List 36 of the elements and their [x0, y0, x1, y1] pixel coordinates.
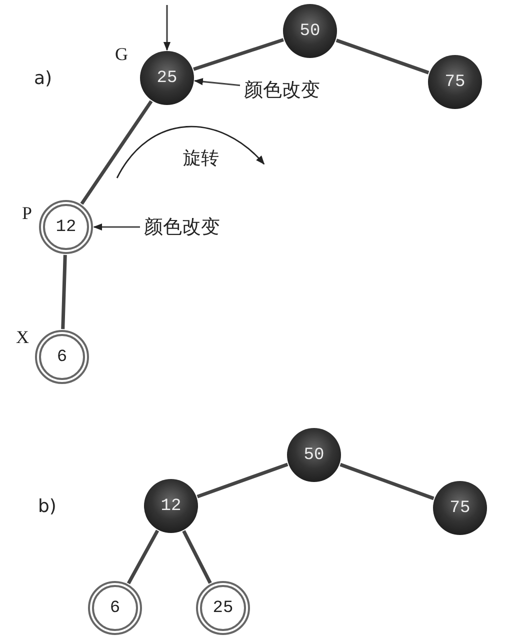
tree-edge	[126, 530, 160, 584]
node-number: 75	[450, 498, 470, 518]
node-number: 25	[156, 68, 178, 88]
rotation-label: 旋转	[183, 147, 219, 170]
node-number: 50	[304, 446, 324, 464]
tree-node-circle	[196, 581, 250, 635]
node-number: 12	[56, 218, 76, 236]
panel-label: b)	[38, 496, 56, 517]
tree-edge	[336, 38, 430, 74]
node-letter: X	[16, 327, 29, 348]
tree-node-circle	[283, 4, 337, 58]
tree-node-circle	[88, 581, 142, 635]
tree-node-circle	[287, 428, 341, 482]
annotation-text: 颜色改变	[144, 214, 220, 240]
tree-edge	[80, 100, 153, 205]
tree-node-circle	[428, 55, 482, 109]
arrow	[93, 223, 140, 231]
panel-label: a)	[34, 68, 52, 89]
node-number: 12	[160, 496, 182, 516]
arrow	[194, 78, 240, 86]
node-number: 6	[56, 348, 68, 366]
node-letter: P	[22, 203, 32, 224]
tree-edge	[196, 462, 288, 498]
node-number: 25	[212, 598, 234, 618]
tree-node-circle	[144, 479, 198, 533]
tree-edge	[182, 530, 212, 584]
tree-node-circle	[433, 481, 487, 535]
node-number: 50	[300, 22, 320, 40]
annotation-text: 颜色改变	[244, 77, 320, 103]
node-letter: G	[115, 44, 128, 65]
tree-edge	[61, 254, 67, 330]
arrow	[163, 5, 171, 51]
node-number: 6	[110, 598, 120, 618]
tree-edge	[340, 462, 434, 500]
node-number: 75	[444, 72, 466, 92]
tree-edge	[193, 38, 284, 71]
